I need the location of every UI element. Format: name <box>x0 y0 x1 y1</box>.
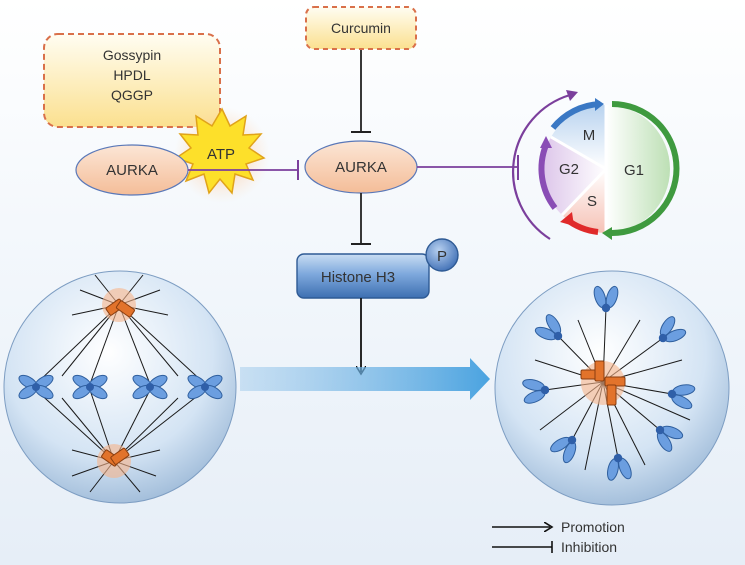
atp-label: ATP <box>207 146 235 163</box>
phase-g1-label: G1 <box>624 162 644 179</box>
inhibition-curcumin-aurka <box>351 50 371 133</box>
transition-arrow <box>240 358 490 400</box>
phospho-label: P <box>437 248 447 265</box>
spindle-fibers-left <box>35 274 206 493</box>
atp-starburst: ATP <box>174 107 266 195</box>
aurka-left-label: AURKA <box>106 162 158 179</box>
qggp-label: QGGP <box>111 87 153 103</box>
phase-m-label: M <box>583 127 596 144</box>
phospho-badge <box>425 238 459 272</box>
curcumin-label: Curcumin <box>331 20 391 36</box>
inhibition-aurka-left-to-center <box>188 160 299 180</box>
phase-s <box>562 169 606 233</box>
aurka-center-label: AURKA <box>335 159 387 176</box>
centrosome-cluster <box>580 360 626 406</box>
inhibition-aurka-histone <box>351 193 371 245</box>
centrosome-top <box>105 298 135 318</box>
phase-g1 <box>606 105 670 233</box>
gossypin-label: Gossypin <box>103 47 161 63</box>
histone-h3-node: Histone H3 P <box>296 238 459 299</box>
inhibitor-box-curcumin: Curcumin <box>305 6 417 50</box>
legend-inhibition-label: Inhibition <box>561 539 617 555</box>
phase-m <box>551 105 606 169</box>
phase-g2-label: G2 <box>559 161 579 178</box>
inhibitor-box-gossypin: Gossypin HPDL QGGP <box>43 33 221 128</box>
aurka-center-node: AURKA <box>304 140 418 194</box>
centrosome-bottom <box>101 447 130 467</box>
inhibition-aurka-cell-cycle <box>417 155 519 180</box>
legend-promotion-label: Promotion <box>561 519 625 535</box>
phase-g2 <box>542 137 606 215</box>
aurka-left-node: AURKA <box>75 144 189 196</box>
hpdl-label: HPDL <box>113 67 151 83</box>
cell-cycle-wheel: M G1 G2 S <box>511 90 680 240</box>
histone-h3-label: Histone H3 <box>321 269 395 286</box>
cell-aberrant-mitosis <box>494 270 730 506</box>
cell-normal-mitosis <box>3 270 237 504</box>
legend: Promotion Inhibition <box>492 519 625 555</box>
phase-s-label: S <box>587 193 597 210</box>
